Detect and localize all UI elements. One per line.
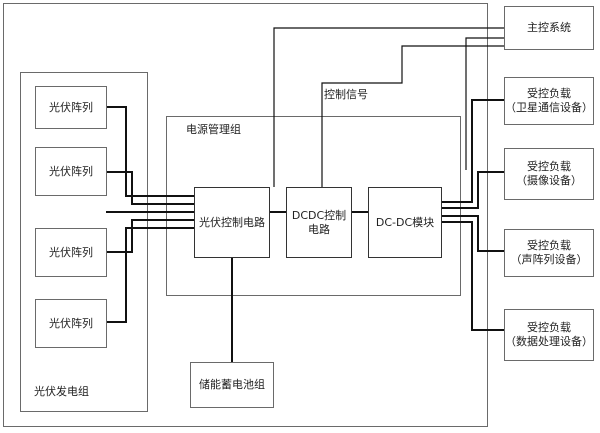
pv-group-frame [20, 72, 148, 412]
power-mgmt-frame [166, 116, 461, 296]
load-title: 受控负载 [527, 239, 571, 252]
pv-array-label: 光伏阵列 [49, 164, 93, 178]
main-control-label: 主控系统 [527, 21, 571, 34]
control-signal-label: 控制信号 [324, 88, 368, 101]
pv-array-2: 光伏阵列 [35, 147, 107, 196]
load-data-processing: 受控负载 （数据处理设备） [504, 309, 594, 361]
power-mgmt-label: 电源管理组 [186, 123, 241, 136]
load-acoustic: 受控负载 （声阵列设备） [504, 229, 594, 277]
load-sub: （数据处理设备） [505, 335, 593, 348]
outer-frame [3, 3, 488, 427]
storage-battery: 储能蓄电池组 [190, 362, 274, 408]
storage-label: 储能蓄电池组 [199, 378, 265, 391]
pv-array-1: 光伏阵列 [35, 86, 107, 129]
dcdc-module: DC-DC模块 [368, 187, 442, 258]
pv-array-label: 光伏阵列 [49, 100, 93, 114]
pv-array-3: 光伏阵列 [35, 228, 107, 277]
load-camera: 受控负载 （摄像设备） [504, 148, 594, 200]
main-control-system: 主控系统 [504, 6, 594, 50]
dcdc-module-label: DC-DC模块 [375, 215, 435, 229]
pv-array-4: 光伏阵列 [35, 299, 107, 348]
pv-control-label: 光伏控制电路 [199, 215, 265, 229]
pv-array-label: 光伏阵列 [49, 245, 93, 259]
load-sub: （卫星通信设备） [505, 101, 593, 114]
load-sub: （摄像设备） [516, 174, 582, 187]
dcdc-control-circuit: DCDC控制电路 [286, 187, 352, 258]
load-sub: （声阵列设备） [510, 253, 588, 266]
load-title: 受控负载 [527, 87, 571, 100]
dcdc-control-label: DCDC控制电路 [291, 208, 347, 236]
load-satellite: 受控负载 （卫星通信设备） [504, 77, 594, 125]
pv-control-circuit: 光伏控制电路 [194, 187, 270, 258]
load-title: 受控负载 [527, 321, 571, 334]
load-title: 受控负载 [527, 160, 571, 173]
pv-array-label: 光伏阵列 [49, 316, 93, 330]
pv-group-label: 光伏发电组 [34, 385, 89, 398]
